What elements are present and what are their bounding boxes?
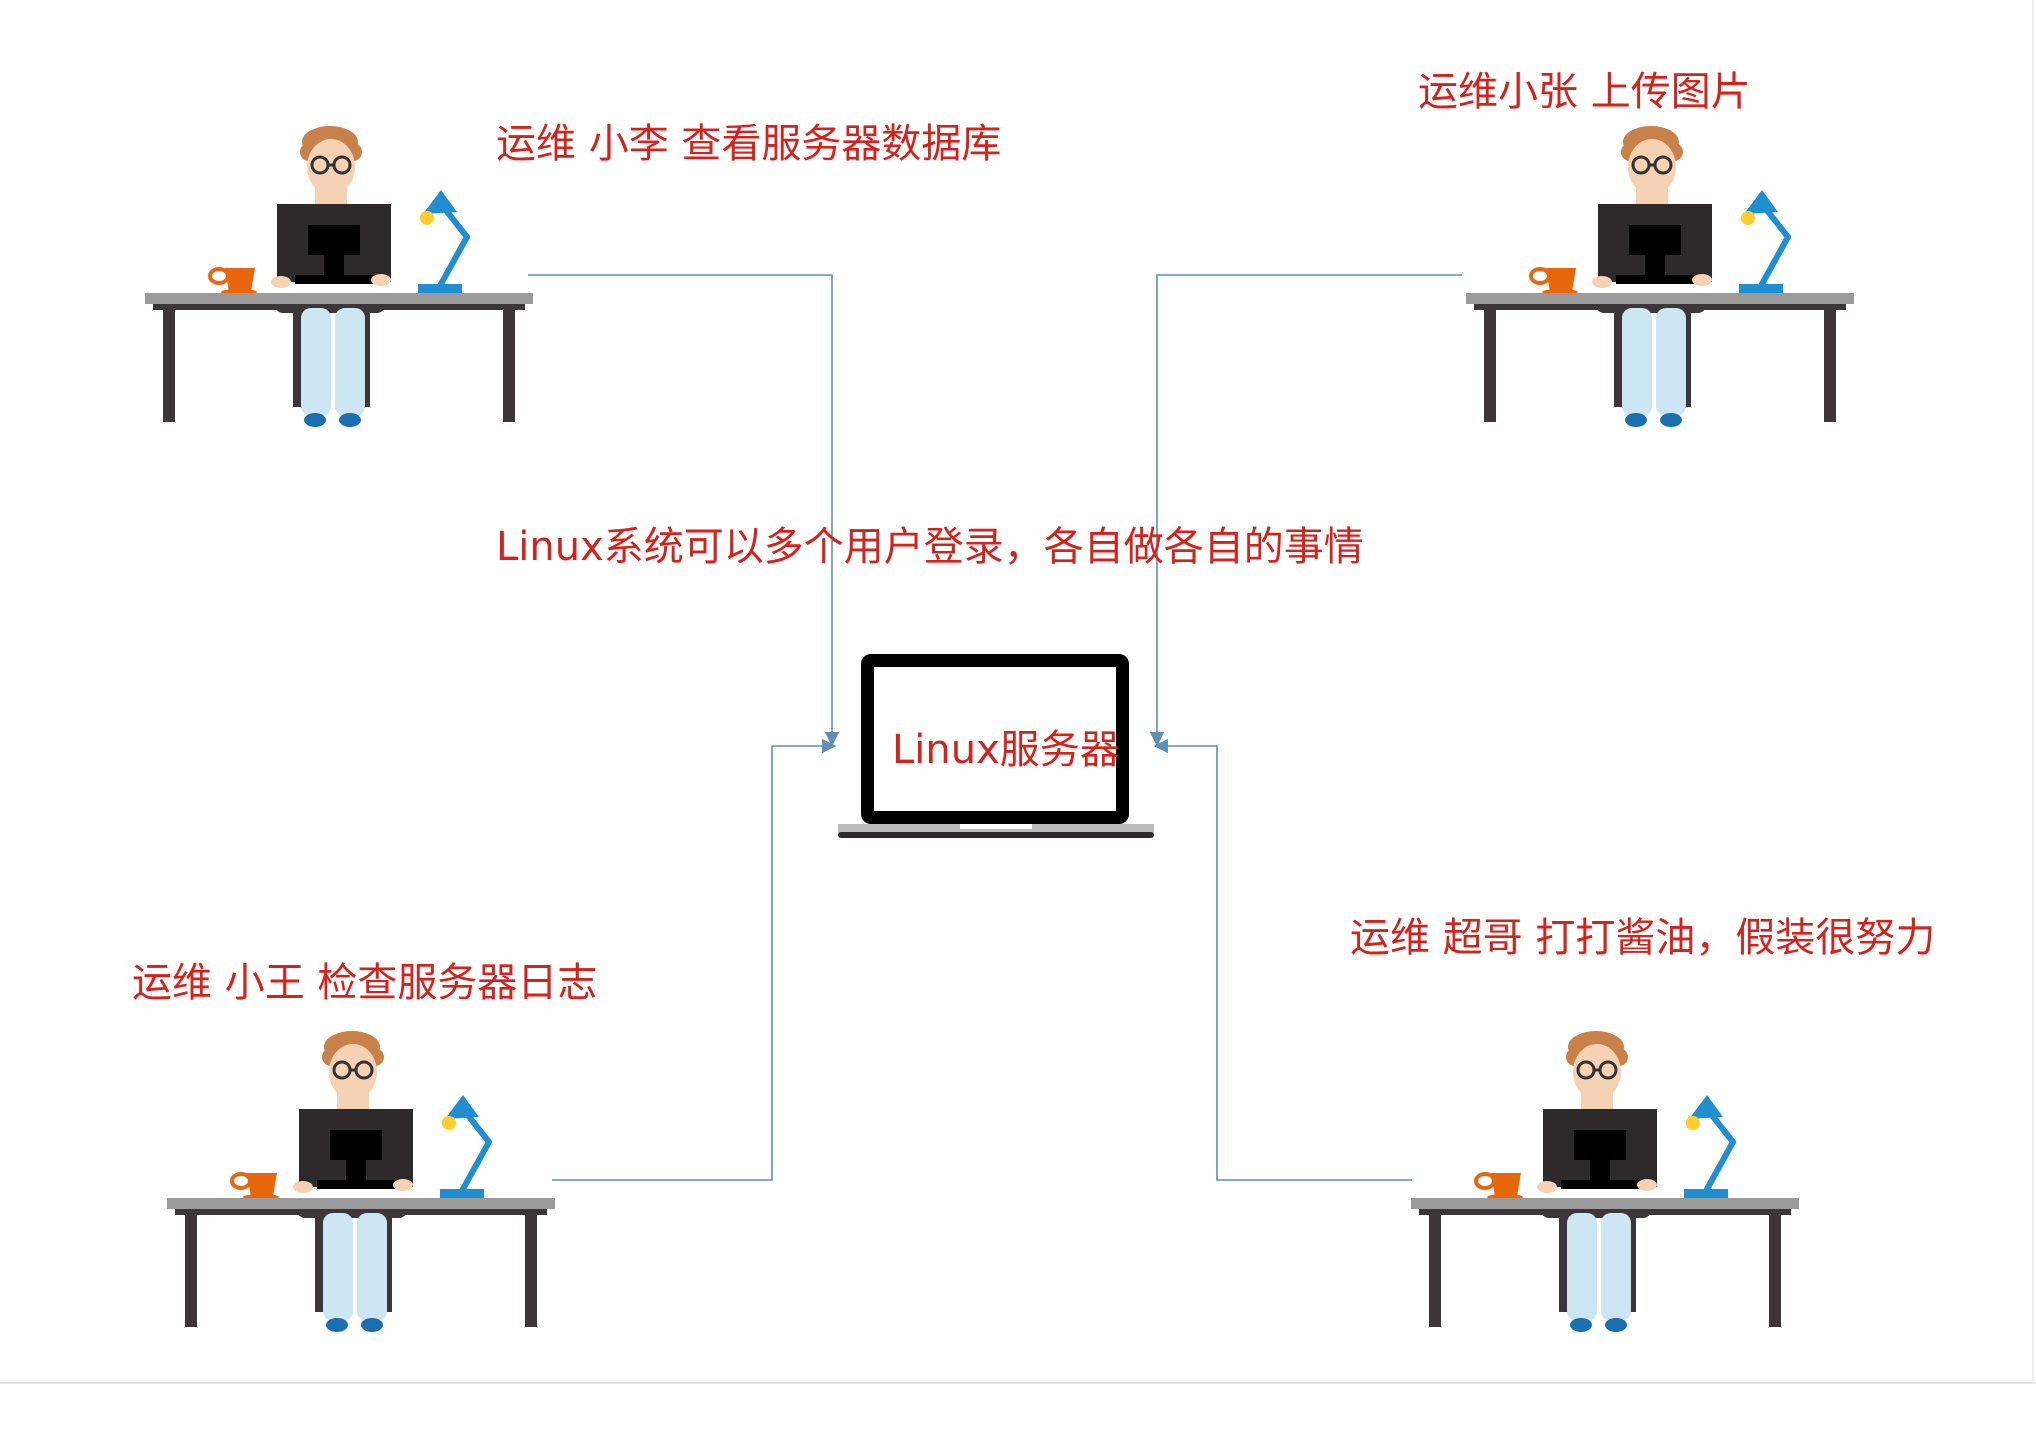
connector-zhang-to-server <box>1149 274 1462 747</box>
workstation-zhang <box>1466 126 1854 427</box>
laptop-icon <box>838 654 1154 838</box>
canvas-right-border <box>2032 0 2034 1384</box>
label-wang: 运维 小王 检查服务器日志 <box>132 960 598 1006</box>
office-worker-at-desk-icon <box>145 126 533 427</box>
connector-chao-to-server <box>1153 738 1412 1181</box>
office-worker-at-desk-icon <box>1466 126 1854 427</box>
workstation-wang <box>167 1031 555 1332</box>
label-chao: 运维 超哥 打打酱油，假装很努力 <box>1350 915 1936 961</box>
label-li: 运维 小李 查看服务器数据库 <box>496 121 1002 167</box>
canvas-bottom-border <box>0 1382 2036 1384</box>
server-laptop <box>838 654 1154 838</box>
office-worker-at-desk-icon <box>1411 1031 1799 1332</box>
label-server: Linux服务器 <box>892 727 1120 773</box>
office-worker-at-desk-icon <box>167 1031 555 1332</box>
connector-li-to-server <box>528 274 840 747</box>
label-center: Linux系统可以多个用户登录，各自做各自的事情 <box>496 524 1364 570</box>
label-zhang: 运维小张 上传图片 <box>1418 69 1751 115</box>
workstation-chao <box>1411 1031 1799 1332</box>
workstation-li <box>145 126 533 427</box>
connector-wang-to-server <box>552 738 837 1181</box>
